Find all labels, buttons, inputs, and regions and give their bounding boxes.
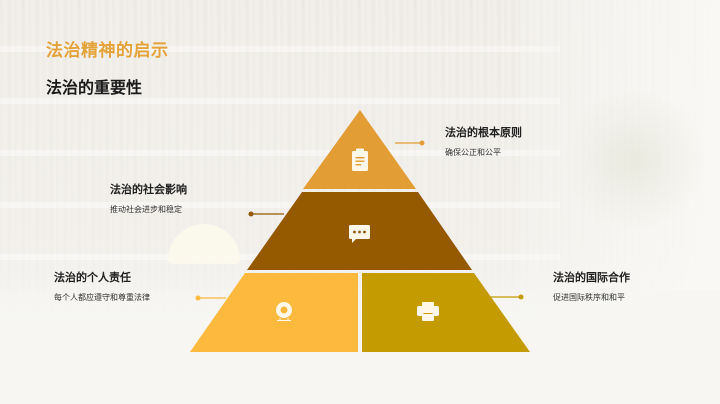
webcam-icon	[276, 302, 292, 321]
label-description: 促进国际秩序和和平	[553, 293, 625, 302]
connector-bottom-left	[195, 295, 226, 301]
pyramid-tier-bottom-right[interactable]	[362, 273, 530, 352]
printer-icon	[417, 302, 439, 321]
background-desk	[0, 290, 720, 404]
label-description: 确保公正和公平	[445, 148, 501, 157]
connector-middle	[248, 211, 284, 217]
label-heading: 法治的国际合作	[553, 271, 630, 284]
label-international-cooperation: 法治的国际合作 促进国际秩序和和平	[553, 269, 630, 303]
label-fundamental-principle: 法治的根本原则 确保公正和公平	[445, 124, 522, 158]
label-heading: 法治的社会影响	[110, 183, 187, 196]
label-heading: 法治的根本原则	[445, 126, 522, 139]
label-description: 推动社会进步和稳定	[110, 205, 182, 214]
label-social-impact: 法治的社会影响 推动社会进步和稳定	[110, 181, 187, 215]
clipboard-icon	[352, 148, 368, 171]
chat-bubble-icon	[349, 225, 370, 243]
label-description: 每个人都应遵守和尊重法律	[54, 293, 150, 302]
label-heading: 法治的个人责任	[54, 271, 131, 284]
background-plant	[560, 90, 710, 230]
connector-bottom-right	[490, 294, 524, 300]
slide-title: 法治精神的启示	[46, 41, 169, 61]
pyramid-tier-bottom-left[interactable]	[190, 273, 358, 352]
connector-top	[395, 140, 425, 146]
slide-subtitle: 法治的重要性	[46, 78, 143, 97]
label-personal-responsibility: 法治的个人责任 每个人都应遵守和尊重法律	[54, 269, 150, 303]
